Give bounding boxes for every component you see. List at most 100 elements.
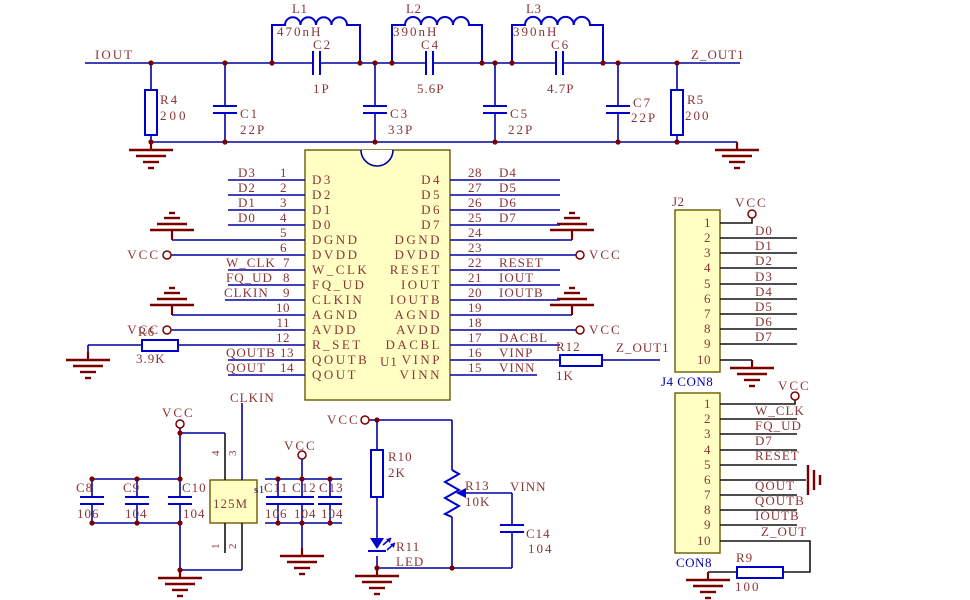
j4-pin-num-9: 9 <box>704 517 711 532</box>
junction-dot <box>374 417 380 423</box>
r12-value: 1K <box>556 368 574 383</box>
osc-pin-num-4: 4 <box>210 450 222 456</box>
c8-value: 106 <box>77 506 100 521</box>
ic-pin-num-12: 12 <box>276 330 290 345</box>
oscillator-designator: s1 <box>254 484 265 496</box>
c7-designator: C7 <box>633 95 652 110</box>
junction-dot <box>148 139 154 145</box>
net-label-j2-d3: D3 <box>755 269 773 284</box>
net-label-d3: D3 <box>238 165 256 180</box>
ic-pin-name-iout: IOUT <box>401 277 442 292</box>
connector-j4-body <box>674 392 721 554</box>
junction-dot <box>479 60 485 66</box>
c9-designator: C9 <box>123 480 140 495</box>
vcc-label-pin6: VCC <box>127 247 160 262</box>
c11-designator: C11 <box>264 480 288 495</box>
net-label-vinn-bot: VINN <box>510 479 547 494</box>
net-label-d7: D7 <box>499 210 517 225</box>
ic-pin-num-20: 20 <box>468 285 482 300</box>
ic-pin-num-25: 25 <box>468 210 482 225</box>
net-label-j2-d0: D0 <box>755 223 773 238</box>
ic-pin-name-rset: R_SET <box>312 337 363 352</box>
net-label-j4-d7: D7 <box>755 433 773 448</box>
c5-value: 22P <box>508 122 534 137</box>
vcc-tap-icon <box>175 419 185 429</box>
ic-pin-num-11: 11 <box>276 315 290 330</box>
net-label-reset: RESET <box>499 255 544 270</box>
vcc-label-j2: VCC <box>735 195 768 210</box>
potentiometer-r13 <box>442 469 462 518</box>
j2-designator: J2 <box>672 194 685 209</box>
junction-dot <box>600 60 606 66</box>
l2-designator: L2 <box>406 1 421 16</box>
inductor-l3 <box>511 15 604 63</box>
ic-pin-num-28: 28 <box>468 165 482 180</box>
junction-dot <box>449 565 455 571</box>
junction-dot <box>674 139 680 145</box>
net-label-iout: IOUT <box>95 47 134 62</box>
junction-dot <box>327 476 333 482</box>
ic-pin-num-16: 16 <box>468 345 482 360</box>
ic-pin-num-5: 5 <box>280 225 287 240</box>
led-d-symbol <box>370 538 384 549</box>
vcc-tap-icon <box>790 391 800 401</box>
ic-pin-name-fqud: FQ_UD <box>312 277 366 292</box>
junction-dot <box>148 60 154 66</box>
net-label-d2: D2 <box>238 180 256 195</box>
ic-pin-num-7: 7 <box>283 255 290 270</box>
r13-value: 10K <box>465 494 490 509</box>
j4-pin-num-10: 10 <box>697 533 711 548</box>
j2-pin-num-8: 8 <box>704 321 711 336</box>
ic-pin-name-dgnd-r: DGND <box>394 232 442 247</box>
junction-dot <box>134 476 140 482</box>
junction-dot <box>389 60 395 66</box>
vcc-label-pin23: VCC <box>589 247 622 262</box>
ic-pin-num-9: 9 <box>283 285 290 300</box>
ic-pin-name-d3: D3 <box>312 172 333 187</box>
r10-value: 2K <box>388 465 406 480</box>
ic-pin-num-10: 10 <box>276 300 290 315</box>
junction-dot <box>674 60 680 66</box>
r13-designator: R13 <box>465 478 490 493</box>
net-label-clkin: CLKIN <box>224 285 269 300</box>
r11-designator: R11 <box>396 539 420 554</box>
net-label-j4-wclk: W_CLK <box>755 403 805 418</box>
r6-value: 3.9K <box>136 351 166 366</box>
vcc-tap-icon <box>360 415 370 425</box>
r6-designator: R6 <box>138 324 155 339</box>
vcc-tap-icon <box>575 250 585 260</box>
c5-designator: C5 <box>510 106 529 121</box>
c13-designator: C13 <box>319 480 344 495</box>
junction-dot <box>372 139 378 145</box>
ic-pin-num-27: 27 <box>468 180 482 195</box>
net-label-d6: D6 <box>499 195 517 210</box>
inductor-l1 <box>271 16 361 63</box>
junction-dot <box>134 520 140 526</box>
j4-designator: J4 CON8 <box>661 374 713 389</box>
junction-dot <box>615 60 621 66</box>
j4-pin-num-1: 1 <box>704 396 711 411</box>
l1-value: 470nH <box>277 24 322 39</box>
ic-pin-name-d2: D2 <box>312 187 333 202</box>
junction-dot <box>222 139 228 145</box>
c2-designator: C2 <box>313 37 332 52</box>
ic-pin-name-agnd-l: AGND <box>312 307 360 322</box>
j2-pin-num-3: 3 <box>704 245 711 260</box>
r5-value: 200 <box>685 108 711 123</box>
l3-value: 390nH <box>513 24 558 39</box>
c12-value: 104 <box>294 506 317 521</box>
r4-designator: R4 <box>160 92 179 107</box>
c2-value: 1P <box>313 81 331 96</box>
ic-pin-num-2: 2 <box>280 180 287 195</box>
ic-pin-name-wclk: W_CLK <box>312 262 369 277</box>
led-ray-arrowhead <box>386 538 391 543</box>
junction-dot <box>492 60 498 66</box>
ic-pin-name-avdd-r: AVDD <box>396 322 442 337</box>
net-label-j2-d5: D5 <box>755 299 773 314</box>
net-label-j4-reset: RESET <box>755 448 800 463</box>
resistor-r9 <box>736 566 784 579</box>
net-label-qout: QOUT <box>226 360 266 375</box>
component-pin <box>720 540 811 573</box>
net-label-iout2: IOUT <box>499 270 534 285</box>
